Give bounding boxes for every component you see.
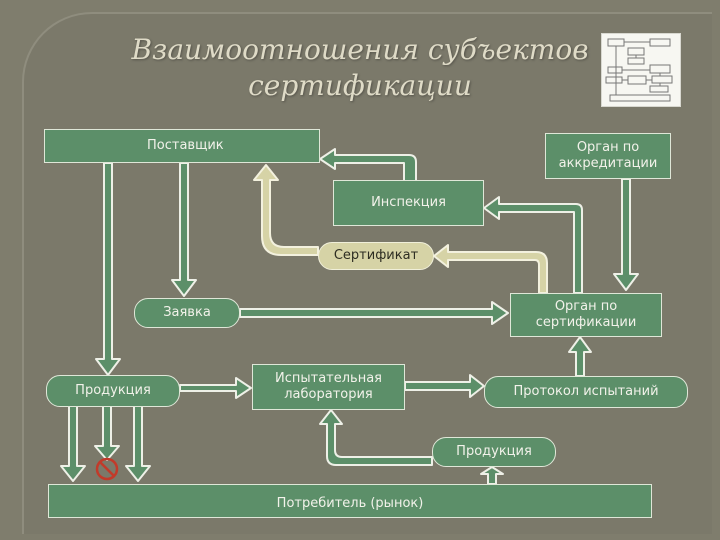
node-certification-body-label: Орган по сертификации: [535, 299, 637, 330]
node-supplier-label: Поставщик: [147, 138, 224, 153]
arrow-products-to-consumer-2: [94, 402, 120, 461]
arrow-products-to-consumer-1: [60, 402, 86, 482]
arrow-products-to-consumer-3: [125, 402, 151, 482]
node-inspection: Инспекция: [333, 180, 484, 226]
arrow-report-to-certification: [568, 336, 592, 377]
title-line-1: Взаимоотношения субъектов: [131, 33, 589, 66]
node-certificate: Сертификат: [318, 242, 434, 270]
node-application: Заявка: [134, 298, 240, 328]
arrow-products-to-lab: [179, 377, 252, 399]
arrow-accreditation-to-supplier: [319, 148, 417, 192]
node-certificate-label: Сертификат: [333, 248, 419, 263]
prohibited-sign-icon: [95, 457, 119, 481]
arrow-consumer-to-sample: [480, 466, 504, 485]
node-supplier: Поставщик: [44, 129, 320, 163]
node-testing-lab-label: Испытательная лаборатория: [274, 371, 382, 402]
arrow-sample-to-lab: [319, 409, 433, 466]
node-consumer-label: Потребитель (рынок): [276, 496, 424, 511]
arrow-certification-to-inspection: [483, 196, 583, 294]
node-accreditation-body: Орган по аккредитации: [545, 133, 671, 179]
node-test-report-label: Протокол испытаний: [513, 384, 659, 399]
node-test-report: Протокол испытаний: [484, 376, 688, 408]
title-line-2: сертификации: [248, 69, 472, 102]
slide-title: Взаимоотношения субъектов сертификации: [130, 32, 590, 104]
node-accreditation-body-label: Орган по аккредитации: [558, 140, 658, 171]
node-testing-lab: Испытательная лаборатория: [252, 364, 405, 410]
node-certification-body: Орган по сертификации: [510, 293, 662, 337]
arrow-certificate-to-supplier: [253, 164, 319, 256]
arrow-supplier-to-application: [171, 162, 197, 297]
scheme-thumbnail: [601, 33, 681, 107]
node-consumer: Потребитель (рынок): [48, 484, 652, 518]
arrow-certification-to-certificate: [433, 244, 548, 294]
node-application-label: Заявка: [163, 305, 211, 320]
arrow-accreditation-to-certification: [613, 178, 639, 291]
node-products: Продукция: [46, 375, 180, 407]
arrow-application-to-certification: [239, 301, 509, 325]
node-products-label: Продукция: [75, 383, 151, 398]
node-products-sample: Продукция: [432, 437, 556, 467]
arrow-lab-to-report: [404, 374, 485, 398]
node-products-sample-label: Продукция: [456, 444, 532, 459]
arrow-supplier-to-products: [95, 162, 121, 376]
node-inspection-label: Инспекция: [371, 195, 446, 210]
